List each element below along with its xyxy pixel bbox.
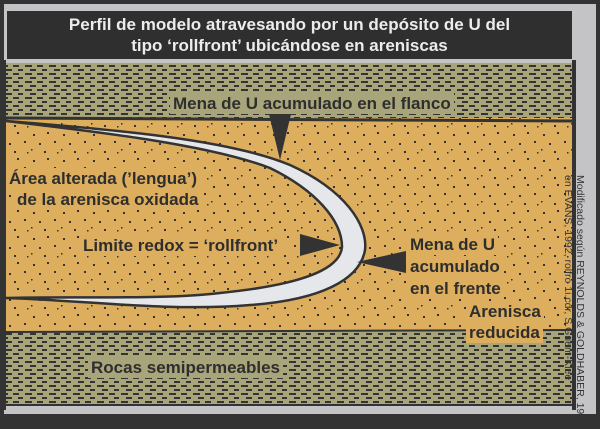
credit-line-2: en EVANS, 1992, rolfro 1i.cdr, S.Griem-K… xyxy=(562,175,574,381)
title-line-1: Perfil de modelo atravesando por un depó… xyxy=(68,15,511,34)
label-reduced-sandstone-2: reducida xyxy=(466,322,543,343)
label-semipermeable-rocks: Rocas semipermeables xyxy=(88,357,283,378)
title-line-2: tipo ‘rollfront’ ubicándose en areniscas xyxy=(131,36,448,55)
label-redox-limit: Limite redox = ‘rollfront’ xyxy=(80,235,282,256)
label-flank-ore: Mena de U acumulado en el flanco xyxy=(170,93,454,114)
arrow-right-icon xyxy=(300,234,340,256)
label-altered-area-2: de la arenisca oxidada xyxy=(14,189,202,210)
label-front-ore-2: acumulado xyxy=(407,256,503,277)
label-altered-area-1: Área alterada (’lengua’) xyxy=(6,168,201,189)
source-credit: Modificado según REYNOLDS & GOLDHABER, 1… xyxy=(562,175,586,429)
ore-crescent xyxy=(5,119,367,309)
figure-title: Perfil de modelo atravesando por un depó… xyxy=(7,11,572,59)
label-front-ore-3: en el frente xyxy=(407,278,504,299)
label-reduced-sandstone-1: Arenisca xyxy=(466,301,544,322)
credit-line-1: Modificado según REYNOLDS & GOLDHABER, 1… xyxy=(574,175,586,429)
label-front-ore-1: Mena de U xyxy=(407,234,499,255)
arrow-left-icon xyxy=(357,251,406,273)
arrow-down-icon xyxy=(268,110,292,160)
